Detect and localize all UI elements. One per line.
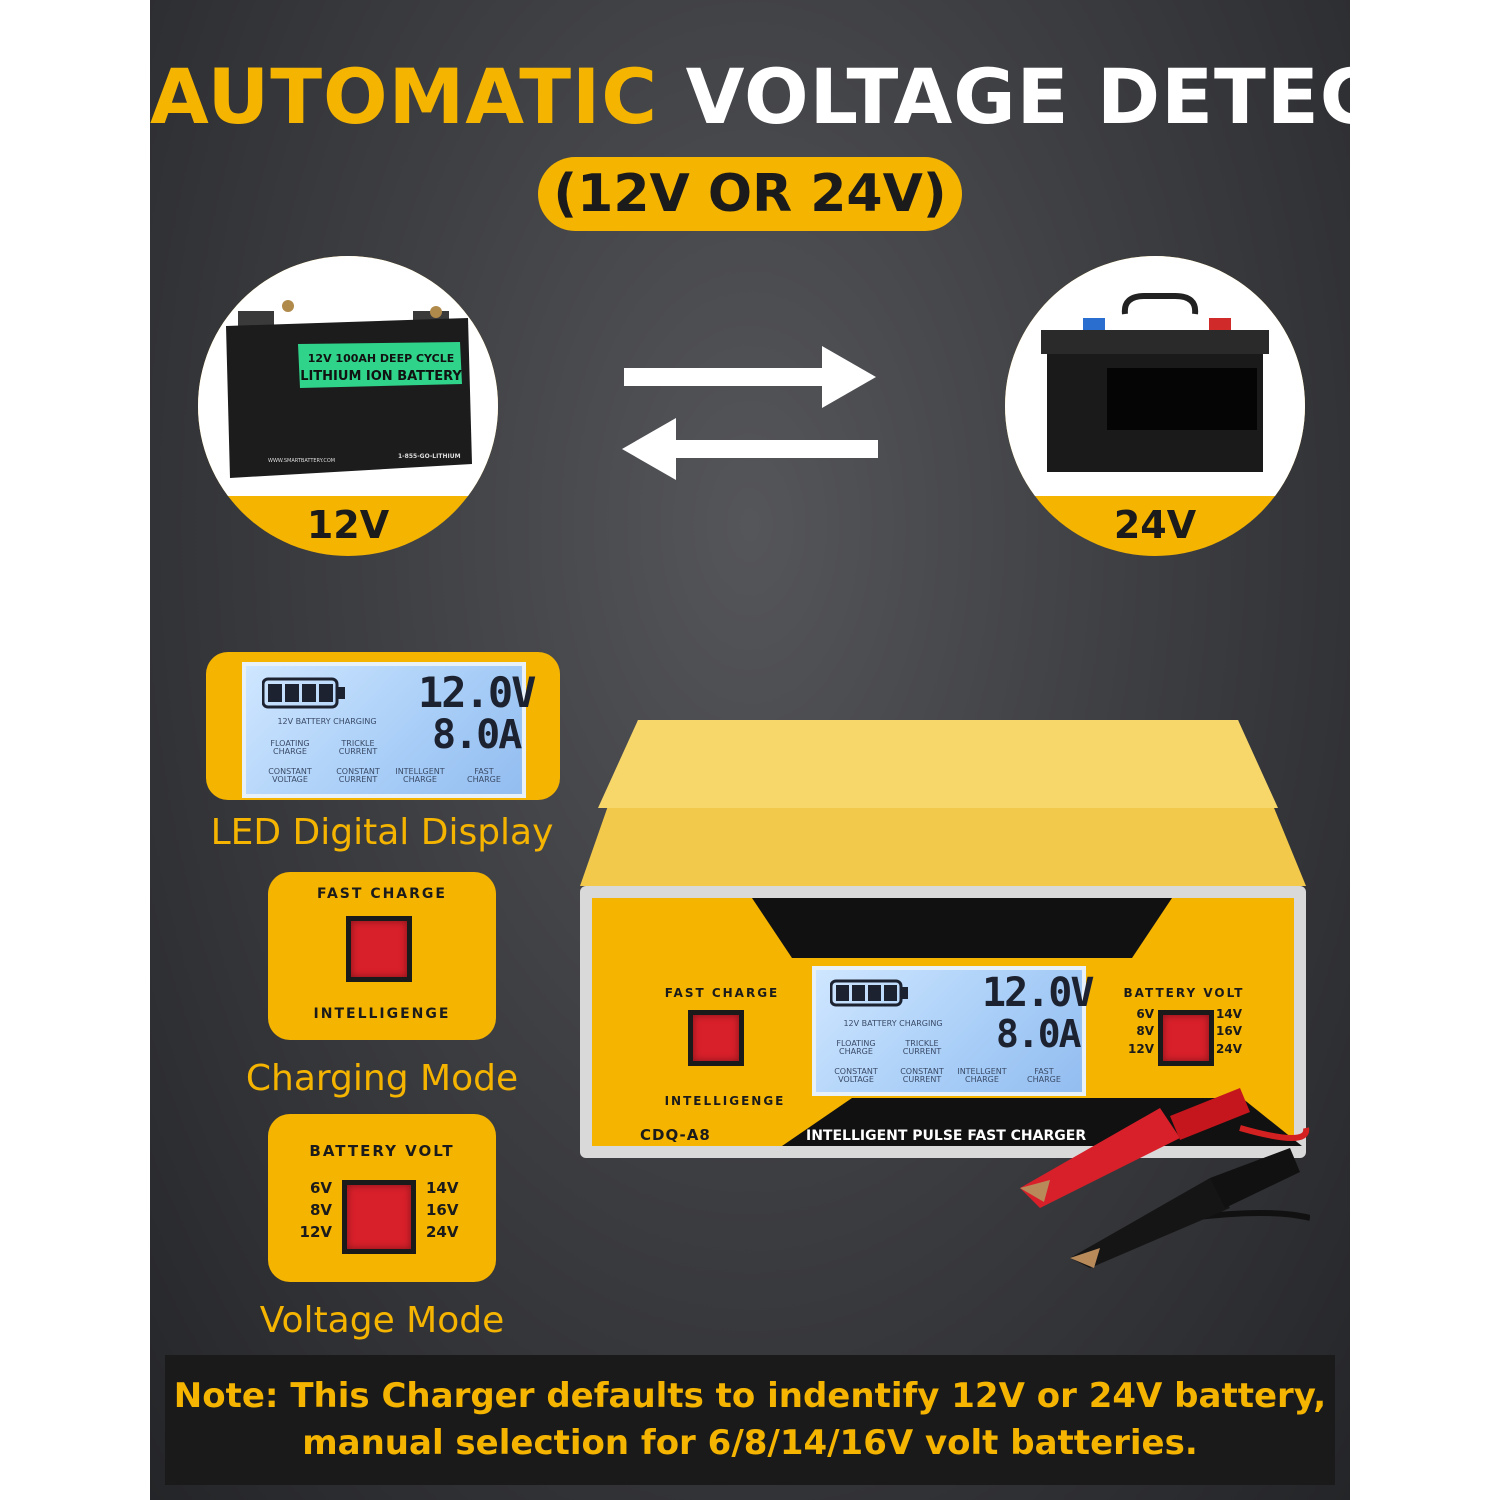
battery-12v-label: 12V xyxy=(306,503,390,547)
lcd-status: 12V BATTERY CHARGING xyxy=(277,717,377,726)
lcd-mode-floating: FLOATING CHARGE xyxy=(270,739,310,756)
voltage-mode-box: BATTERY VOLT 6V 8V 12V 14V 16V 24V xyxy=(268,1114,496,1282)
device-lcd-trickle: TRICKLE CURRENT xyxy=(902,1039,942,1056)
product-panel: AUTOMATIC VOLTAGE DETECTION (12V OR 24V)… xyxy=(150,0,1350,1500)
device-volt-12v: 12V xyxy=(1128,1041,1154,1056)
fast-charge-label: FAST CHARGE xyxy=(317,886,447,902)
device-volt-14v: 14V xyxy=(1216,1007,1242,1021)
lcd-mode-const-voltage: CONSTANT VOLTAGE xyxy=(268,767,312,784)
lithium-phone: 1-855-GO-LITHIUM xyxy=(398,453,461,460)
charger-device: FAST CHARGE INTELLIGENGE CDQ-A8 INTELLIG… xyxy=(578,718,1312,1268)
volt-left-list: 6V 8V 12V xyxy=(288,1178,332,1243)
lcd-mode-intelligent: INTELLGENT CHARGE xyxy=(395,767,445,784)
device-lcd-fast: FAST CHARGE xyxy=(1027,1067,1061,1084)
lithium-web: WWW.SMARTBATTERY.COM xyxy=(268,458,335,464)
charger-banner: INTELLIGENT PULSE FAST CHARGER xyxy=(806,1128,1087,1144)
device-intelligence-label: INTELLIGENGE xyxy=(664,1094,786,1108)
lcd-voltage: 12.0V xyxy=(418,668,536,717)
battery-12v-circle: 12V 100AH DEEP CYCLE LITHIUM ION BATTERY… xyxy=(198,256,498,556)
device-lcd-current: 8.0A xyxy=(996,1012,1082,1056)
device-lcd-intelligent: INTELLGENT CHARGE xyxy=(957,1067,1007,1084)
lcd-mode-trickle: TRICKLE CURRENT xyxy=(338,739,378,756)
note-box: Note: This Charger defaults to indentify… xyxy=(165,1355,1335,1485)
volt-6v: 6V xyxy=(309,1179,332,1197)
battery-24v-label: 24V xyxy=(1113,503,1197,547)
device-volt-16v: 16V xyxy=(1216,1024,1242,1039)
volt-16v: 16V xyxy=(426,1200,459,1219)
device-battery-level-icon xyxy=(830,979,908,1007)
device-battery-volt-title: BATTERY VOLT xyxy=(1123,986,1245,1000)
charger-top-shape xyxy=(580,720,1306,886)
device-volt-6v: 6V xyxy=(1136,1007,1154,1021)
voltage-subtitle-badge: (12V OR 24V) xyxy=(538,157,962,231)
device-volt-8v: 8V xyxy=(1136,1024,1154,1039)
charging-mode-box: FAST CHARGE INTELLIGENGE xyxy=(268,872,496,1040)
device-lcd-floating: FLOATING CHARGE xyxy=(836,1039,876,1056)
volt-right-list: 14V 16V 24V xyxy=(426,1178,476,1243)
lithium-line2: LITHIUM ION BATTERY xyxy=(300,369,462,384)
battery-12v-image-area: 12V 100AH DEEP CYCLE LITHIUM ION BATTERY… xyxy=(198,256,498,496)
voltage-mode-button[interactable] xyxy=(342,1180,416,1254)
volt-14v: 14V xyxy=(426,1179,459,1197)
intelligence-label: INTELLIGENGE xyxy=(313,1006,451,1022)
title-accent: AUTOMATIC xyxy=(150,52,659,141)
device-volt-left: 6V 8V 12V xyxy=(1118,1006,1154,1058)
model-number: CDQ-A8 xyxy=(640,1126,711,1144)
lithium-battery-icon: 12V 100AH DEEP CYCLE LITHIUM ION BATTERY… xyxy=(226,300,472,478)
voltage-mode-caption: Voltage Mode xyxy=(259,1300,505,1341)
volt-24v: 24V xyxy=(426,1222,459,1241)
lithium-line1: 12V 100AH DEEP CYCLE xyxy=(308,352,454,365)
battery-clamps-icon xyxy=(1020,1088,1310,1268)
battery-volt-title: BATTERY VOLT xyxy=(309,1142,455,1160)
car-battery-icon xyxy=(1041,293,1269,472)
note-line2: manual selection for 6/8/14/16V volt bat… xyxy=(302,1423,1198,1463)
lcd-screen: 12.0V 8.0A 12V BATTERY CHARGING FLOATING… xyxy=(242,662,536,798)
title-rest: VOLTAGE DETECTION xyxy=(685,52,1350,141)
device-lcd-const-voltage: CONSTANT VOLTAGE xyxy=(834,1067,878,1084)
device-fast-charge-label: FAST CHARGE xyxy=(664,986,780,1000)
led-display-box: 12.0V 8.0A 12V BATTERY CHARGING FLOATING… xyxy=(206,652,560,800)
lcd-current: 8.0A xyxy=(432,712,522,758)
charging-mode-caption: Charging Mode xyxy=(245,1058,519,1099)
lcd-mode-const-current: CONSTANT CURRENT xyxy=(336,767,380,784)
charging-mode-button[interactable] xyxy=(346,916,412,982)
device-lcd-screen: 12.0V 8.0A 12V BATTERY CHARGING FLOATING… xyxy=(812,966,1094,1096)
swap-arrows-icon xyxy=(622,346,878,480)
device-lcd-const-current: CONSTANT CURRENT xyxy=(900,1067,944,1084)
device-volt-right: 14V 16V 24V xyxy=(1216,1006,1256,1058)
page-title: AUTOMATIC VOLTAGE DETECTION xyxy=(150,52,1350,141)
volt-8v: 8V xyxy=(309,1200,332,1219)
battery-level-icon xyxy=(262,677,345,709)
device-lcd-voltage: 12.0V xyxy=(982,970,1094,1016)
note-line1: Note: This Charger defaults to indentify… xyxy=(173,1376,1327,1416)
device-charging-button[interactable] xyxy=(688,1010,744,1066)
display-caption: LED Digital Display xyxy=(210,812,554,853)
device-lcd-status: 12V BATTERY CHARGING xyxy=(843,1019,943,1028)
battery-24v-image-area xyxy=(1005,256,1305,496)
device-voltage-button[interactable] xyxy=(1158,1010,1214,1066)
device-volt-24v: 24V xyxy=(1216,1041,1242,1056)
lcd-mode-fast: FAST CHARGE xyxy=(467,767,501,784)
volt-12v: 12V xyxy=(299,1222,332,1241)
battery-24v-circle: 24V xyxy=(1005,256,1305,556)
